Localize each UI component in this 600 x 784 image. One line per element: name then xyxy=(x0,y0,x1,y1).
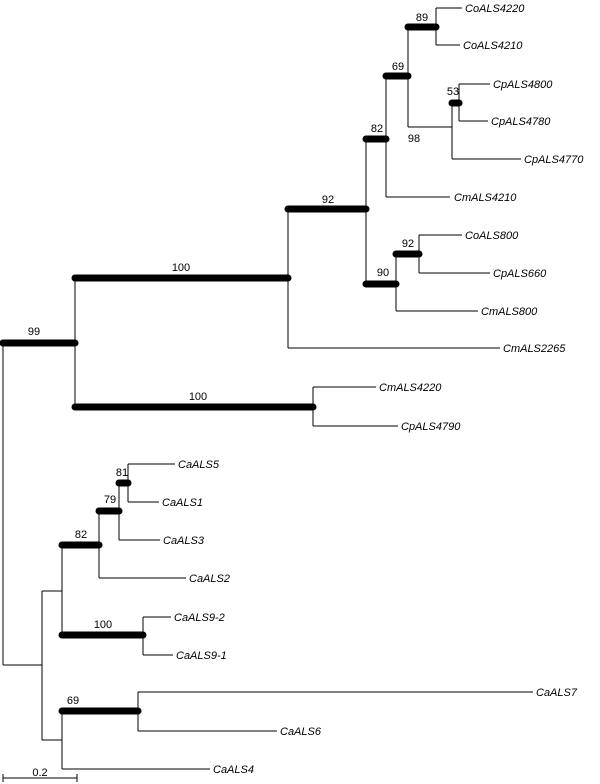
leaf-CpALS4780: CpALS4780 xyxy=(491,116,551,128)
leaf-CmALS800: CmALS800 xyxy=(481,306,538,318)
leaf-CoALS4220: CoALS4220 xyxy=(465,3,525,15)
leaf-CaALS4: CaALS4 xyxy=(213,764,254,776)
leaf-CaALS6: CaALS6 xyxy=(280,726,322,738)
support-69-top: 69 xyxy=(392,61,404,73)
support-53: 53 xyxy=(447,86,459,98)
leaf-CaALS5: CaALS5 xyxy=(178,459,220,471)
support-90: 90 xyxy=(377,267,389,279)
leaf-CpALS660: CpALS660 xyxy=(493,268,547,280)
leaf-CmALS4220: CmALS4220 xyxy=(379,382,442,394)
scale-bar-label: 0.2 xyxy=(32,767,47,779)
support-100-bottom: 100 xyxy=(94,619,112,631)
support-69-bottom: 69 xyxy=(67,695,79,707)
leaf-CpALS4770: CpALS4770 xyxy=(524,154,584,166)
scale-bar xyxy=(2,774,78,782)
support-92-top: 92 xyxy=(322,194,334,206)
support-100-a: 100 xyxy=(172,262,190,274)
leaf-CmALS4210: CmALS4210 xyxy=(454,192,517,204)
support-98: 98 xyxy=(408,133,420,145)
leaf-CaALS9-2: CaALS9-2 xyxy=(174,612,225,624)
leaf-CaALS9-1: CaALS9-1 xyxy=(176,650,227,662)
leaf-CmALS2265: CmALS2265 xyxy=(503,343,566,355)
support-root-99: 99 xyxy=(28,326,40,338)
leaf-CpALS4800: CpALS4800 xyxy=(493,79,553,91)
support-100-b: 100 xyxy=(189,391,207,403)
leaf-CoALS800: CoALS800 xyxy=(465,230,519,242)
support-92-inner: 92 xyxy=(402,238,414,250)
support-89: 89 xyxy=(416,12,428,24)
support-79: 79 xyxy=(104,494,116,506)
leaf-CaALS7: CaALS7 xyxy=(536,687,578,699)
leaf-CpALS4790: CpALS4790 xyxy=(401,421,461,433)
support-82-bottom: 82 xyxy=(75,529,87,541)
leaf-CaALS3: CaALS3 xyxy=(163,535,205,547)
leaf-CaALS1: CaALS1 xyxy=(162,497,203,509)
leaf-CaALS2: CaALS2 xyxy=(189,573,230,585)
leaf-CoALS4210: CoALS4210 xyxy=(463,40,523,52)
support-82-top: 82 xyxy=(371,123,383,135)
support-81: 81 xyxy=(116,467,128,479)
